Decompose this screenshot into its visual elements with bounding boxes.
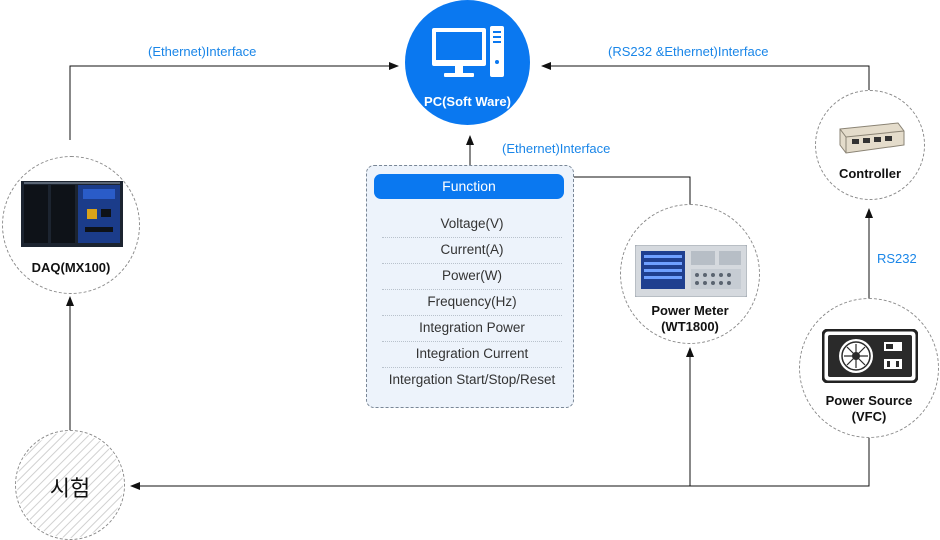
edge-power-source-to-test — [130, 432, 870, 490]
function-item: Integration Current — [382, 343, 562, 368]
test-label: 시험 — [49, 476, 91, 501]
edge-label-rs232: RS232 — [877, 251, 917, 266]
function-item: Voltage(V) — [382, 213, 562, 238]
power-source-node[interactable]: Power Source (VFC) — [799, 298, 939, 438]
function-item: Intergation Start/Stop/Reset — [388, 372, 556, 387]
power-source-label-line1: Power Source — [825, 393, 913, 408]
daq-label: DAQ(MX100) — [31, 260, 111, 275]
desktop-computer-icon — [432, 26, 504, 77]
function-item: Power(W) — [382, 265, 562, 290]
edge-label-power-meter-pc: (Ethernet)Interface — [502, 141, 611, 156]
edge-controller-to-pc — [541, 62, 870, 90]
function-title: Function — [374, 174, 564, 199]
controller-node[interactable]: Controller — [815, 90, 925, 200]
daq-node[interactable]: DAQ(MX100) — [2, 156, 140, 294]
function-panel: Function Voltage(V) Current(A) Power(W) … — [366, 165, 574, 408]
power-meter-label-line2: (WT1800) — [661, 319, 719, 334]
controller-device-icon — [839, 122, 905, 154]
power-source-label-line2: (VFC) — [851, 409, 887, 424]
function-item: Current(A) — [382, 239, 562, 264]
edge-power-meter-to-function — [574, 176, 691, 204]
edge-label-daq-pc: (Ethernet)Interface — [148, 44, 257, 59]
daq-device-icon — [21, 181, 123, 247]
test-node[interactable]: 시험 — [15, 430, 125, 540]
power-meter-label-line1: Power Meter — [651, 303, 729, 318]
pc-label: PC(Soft Ware) — [424, 94, 511, 109]
controller-label: Controller — [838, 166, 902, 181]
edge-daq-to-pc — [69, 62, 399, 140]
pc-node[interactable]: PC(Soft Ware) — [405, 0, 530, 125]
power-meter-node[interactable]: Power Meter (WT1800) — [620, 204, 760, 344]
edge-label-controller-pc: (RS232 &Ethernet)Interface — [608, 44, 769, 59]
hatch-pattern — [17, 432, 123, 538]
power-meter-device-icon — [635, 245, 747, 297]
function-item: Integration Power — [382, 317, 562, 342]
function-list: Voltage(V) Current(A) Power(W) Frequency… — [382, 213, 562, 394]
function-item: Frequency(Hz) — [382, 291, 562, 316]
power-supply-icon — [822, 329, 918, 383]
